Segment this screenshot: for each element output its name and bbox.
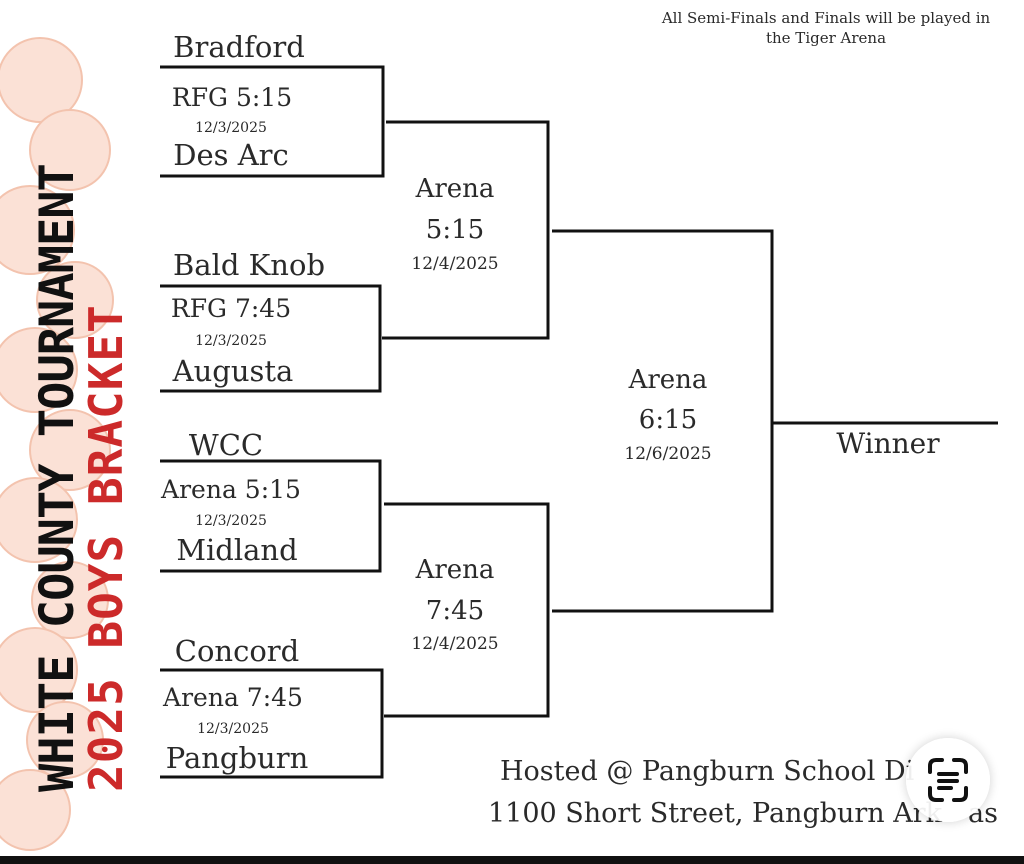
team-label: Bald Knob xyxy=(172,248,326,282)
semi-date: 12/4/2025 xyxy=(411,634,499,654)
team-label: Des Arc xyxy=(173,138,289,172)
venue-note-line-2: the Tiger Arena xyxy=(765,29,887,48)
game-date: 12/3/2025 xyxy=(195,120,267,136)
game3-bracket xyxy=(160,459,382,573)
venue-note-line-1: All Semi-Finals and Finals will be playe… xyxy=(661,9,991,27)
tournament-title: WHITE COUNTY TOURNAMENT 2025 BOYS BRACKE… xyxy=(30,164,133,792)
text-scan-icon xyxy=(928,758,968,802)
text-scan-button[interactable] xyxy=(906,738,990,822)
basketball-background xyxy=(0,37,114,851)
final-bracket xyxy=(552,229,774,613)
semi1-bracket xyxy=(382,120,550,340)
semi-time: 7:45 xyxy=(425,596,485,626)
final-venue: Arena xyxy=(628,365,708,395)
team-label: Midland xyxy=(176,533,298,567)
team-label: Concord xyxy=(174,634,300,668)
team-label: Pangburn xyxy=(165,741,309,775)
team-label: Bradford xyxy=(173,30,305,64)
semi2-bracket xyxy=(384,502,550,718)
game-date: 12/3/2025 xyxy=(195,513,267,529)
title-line-2: 2025 BOYS BRACKET xyxy=(79,304,133,792)
host-line-1: Hosted @ Pangburn School Di xyxy=(500,756,915,787)
final-time: 6:15 xyxy=(638,405,698,435)
semi-date: 12/4/2025 xyxy=(411,254,499,274)
game-time: RFG 7:45 xyxy=(170,294,292,323)
team-label: Augusta xyxy=(172,354,294,388)
semi-time: 5:15 xyxy=(425,215,485,245)
final-date: 12/6/2025 xyxy=(624,444,712,464)
game-time: Arena 5:15 xyxy=(161,475,301,504)
game-date: 12/3/2025 xyxy=(195,333,267,349)
game4-bracket xyxy=(160,668,384,779)
winner-label: Winner xyxy=(836,427,940,460)
game1-bracket xyxy=(160,65,385,178)
team-label: WCC xyxy=(188,428,264,462)
game-date: 12/3/2025 xyxy=(197,721,269,737)
semi-venue: Arena xyxy=(415,555,495,585)
game-time: RFG 5:15 xyxy=(171,83,293,112)
game2-bracket xyxy=(160,284,382,393)
game-time: Arena 7:45 xyxy=(163,683,303,712)
venue-note: All Semi-Finals and Finals will be playe… xyxy=(662,8,990,49)
bottom-bar xyxy=(0,856,1024,864)
host-line-2: 1100 Short Street, Pangburn Ark xyxy=(488,798,943,829)
title-line-1: WHITE COUNTY TOURNAMENT xyxy=(30,164,85,792)
semi-venue: Arena xyxy=(415,174,495,204)
